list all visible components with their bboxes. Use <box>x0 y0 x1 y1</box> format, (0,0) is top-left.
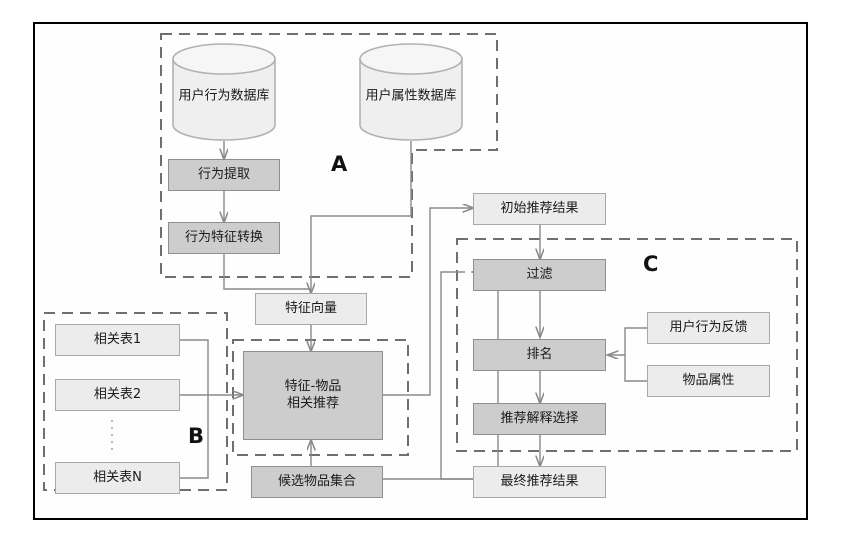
node-filter[interactable]: 过滤 <box>473 259 606 291</box>
node-behavior-feature-convert[interactable]: 行为特征转换 <box>168 222 280 254</box>
group-label-c: C <box>643 252 659 276</box>
node-related-table-1[interactable]: 相关表1 <box>55 324 180 356</box>
node-recommend-explain-select[interactable]: 推荐解释选择 <box>473 403 606 435</box>
db-user-attribute-label: 用户属性数据库 <box>365 88 457 104</box>
node-candidate-item-set[interactable]: 候选物品集合 <box>251 466 383 498</box>
node-feature-item-recommend[interactable]: 特征-物品 相关推荐 <box>243 351 383 440</box>
node-related-table-n[interactable]: 相关表N <box>55 462 180 494</box>
cylinder-shape <box>172 43 276 141</box>
node-item-attribute[interactable]: 物品属性 <box>647 365 770 397</box>
node-user-behavior-feedback[interactable]: 用户行为反馈 <box>647 312 770 344</box>
node-ranking[interactable]: 排名 <box>473 339 606 371</box>
node-initial-recommend-result[interactable]: 初始推荐结果 <box>473 193 606 225</box>
db-user-behavior[interactable]: 用户行为数据库 <box>171 43 277 141</box>
db-user-behavior-label: 用户行为数据库 <box>178 88 270 104</box>
node-final-recommend-result[interactable]: 最终推荐结果 <box>473 466 606 498</box>
db-user-attribute[interactable]: 用户属性数据库 <box>358 43 464 141</box>
cylinder-shape <box>359 43 463 141</box>
group-label-a: A <box>331 152 348 176</box>
node-related-table-2[interactable]: 相关表2 <box>55 379 180 411</box>
node-feature-item-recommend-line2: 相关推荐 <box>286 395 339 411</box>
node-feature-vector[interactable]: 特征向量 <box>255 293 367 325</box>
group-label-b: B <box>188 424 205 448</box>
node-feature-item-recommend-line1: 特征-物品 <box>284 379 342 395</box>
node-behavior-extract[interactable]: 行为提取 <box>168 159 280 191</box>
